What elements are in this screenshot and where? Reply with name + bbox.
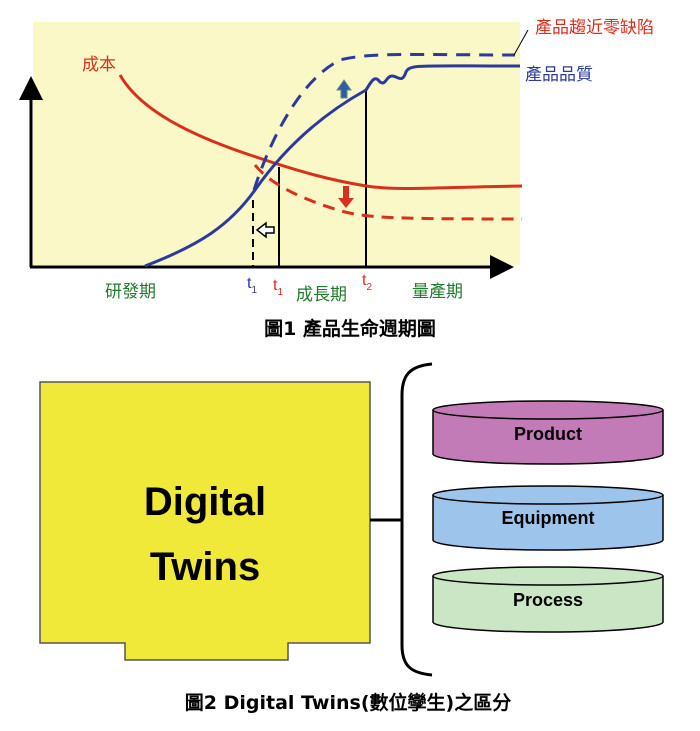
t2-label: t2 [362, 272, 372, 293]
cost-label: 成本 [82, 55, 116, 75]
rd-phase-label: 研發期 [105, 282, 156, 302]
quality-label: 產品品質 [525, 65, 593, 85]
down-arrow-icon [338, 186, 354, 208]
digital-twins-box [39, 381, 371, 661]
zero-defect-label: 產品趨近零缺陷 [535, 18, 654, 38]
t1-blue-label: t1 [247, 275, 257, 296]
brace [400, 362, 433, 677]
chart-background [33, 22, 520, 265]
cylinder-equipment: Equipment [432, 485, 664, 551]
digital-twins-line1: Digital [144, 480, 266, 524]
growth-phase-label: 成長期 [296, 285, 347, 305]
cost-curve [118, 74, 523, 190]
cylinder-product: Product [432, 400, 664, 465]
product-label: Product [514, 424, 582, 444]
quality-curve [144, 64, 521, 268]
equipment-label: Equipment [502, 508, 595, 528]
left-arrow-icon [255, 221, 275, 239]
cost-improved-curve [253, 164, 523, 221]
mass-production-label: 量產期 [412, 282, 463, 302]
process-label: Process [513, 590, 583, 610]
t1-red-label: t1 [273, 277, 283, 298]
callout-line [513, 29, 529, 56]
up-arrow-icon [336, 79, 352, 99]
figure1-caption: 圖1 產品生命週期圖 [264, 317, 436, 340]
quality-improved-curve [252, 52, 516, 191]
figure2-caption: 圖2 Digital Twins(數位孿生)之區分 [185, 691, 511, 714]
digital-twins-line2: Twins [150, 545, 260, 589]
cylinder-process: Process [432, 566, 664, 633]
